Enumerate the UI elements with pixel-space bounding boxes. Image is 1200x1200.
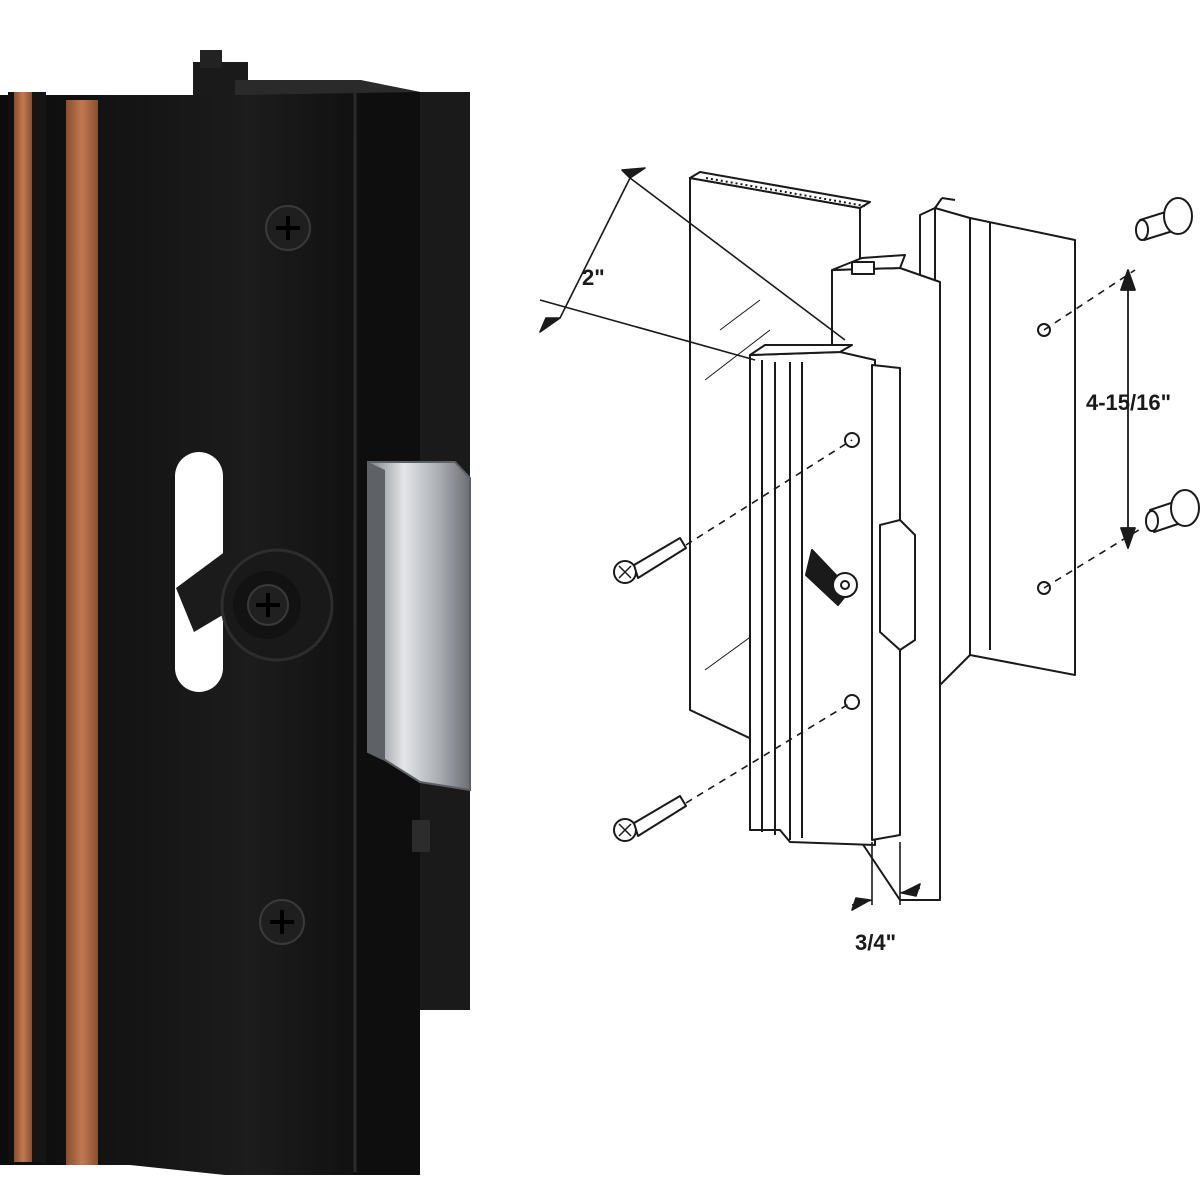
mounting-bolt-bottom-icon xyxy=(1145,489,1200,533)
front-screw-top-icon xyxy=(613,537,687,584)
latch-lever xyxy=(176,548,248,632)
height-dimension xyxy=(1120,269,1136,549)
mounting-bolt-top-icon xyxy=(1135,197,1193,241)
latch-screw-icon xyxy=(247,584,289,626)
wood-insert-right xyxy=(66,100,98,1165)
mounting-bracket xyxy=(919,197,1076,701)
exploded-mounting-diagram xyxy=(539,167,1200,911)
bottom-screw-icon xyxy=(259,899,305,945)
depth-label: 3/4" xyxy=(855,930,896,955)
width-label: 2" xyxy=(582,265,605,290)
height-label: 4-15/16" xyxy=(1086,390,1171,415)
door-handle-photo xyxy=(0,50,471,1175)
wood-insert-left xyxy=(14,92,32,1162)
top-screw-icon xyxy=(265,205,311,251)
diagram-handle-body xyxy=(749,254,941,901)
depth-dimension xyxy=(851,842,921,911)
front-screw-bottom-icon xyxy=(613,795,687,842)
handle-top-tab xyxy=(200,50,222,68)
width-dimension xyxy=(539,167,846,361)
